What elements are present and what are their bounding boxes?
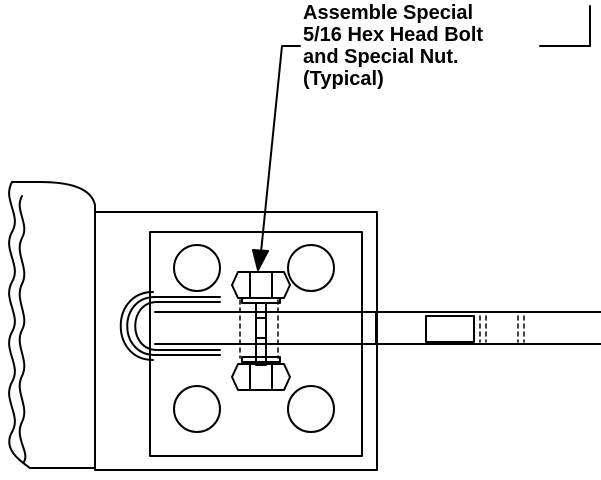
hole-bottom-left (173, 385, 221, 433)
cable-rod (154, 311, 601, 345)
hole-bottom-right (287, 385, 335, 433)
rod-hidden-lines (239, 299, 525, 359)
mounting-plate (94, 211, 378, 471)
bolt-hex-head (231, 271, 291, 299)
callout-label: Assemble Special 5/16 Hex Head Bolt and … (303, 2, 533, 90)
frame-section (8, 181, 96, 469)
callout-line-3: and Special Nut. (303, 46, 459, 68)
clamp-holes (173, 244, 335, 433)
hole-top-left (173, 244, 221, 292)
nut-hex (231, 363, 291, 391)
callout-line-2: 5/16 Hex Head Bolt (303, 24, 484, 46)
callout-line-4: (Typical) (303, 68, 384, 90)
callout-leader (252, 5, 591, 271)
callout-line-1: Assemble Special (303, 2, 474, 24)
hole-top-right (287, 244, 335, 292)
cable-loop (119, 291, 221, 361)
special-nut (231, 363, 291, 391)
rod-ferrule (425, 315, 475, 343)
bolt-washer-bottom (241, 356, 281, 363)
